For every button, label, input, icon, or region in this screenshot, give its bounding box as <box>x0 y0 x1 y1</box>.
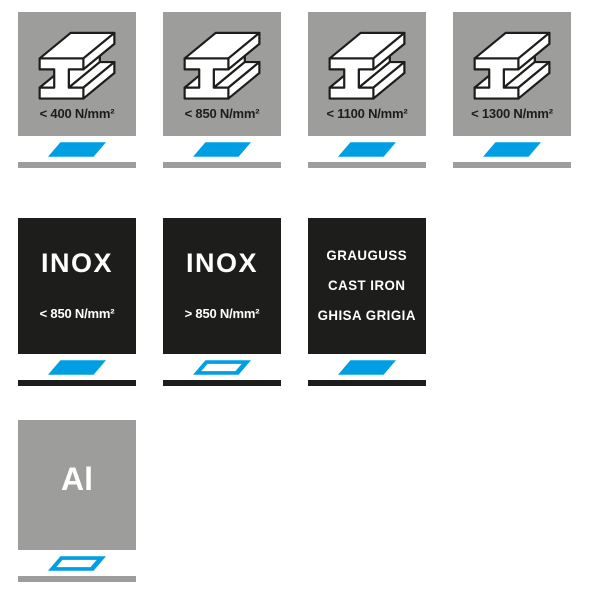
tensile-rating-label: > 850 N/mm² <box>184 306 260 321</box>
parallelogram-band-marker-icon <box>48 141 106 157</box>
marker-strip <box>453 136 571 162</box>
cast-iron-label-it: GHISA GRIGIA <box>317 307 417 323</box>
marker-strip <box>163 354 281 380</box>
tile-aluminium: Al <box>18 420 136 582</box>
cast-iron-label-en: CAST IRON <box>328 277 406 293</box>
parallelogram-band-marker-icon <box>483 141 541 157</box>
steel-i-beam-icon <box>175 20 269 106</box>
parallelogram-band-marker-icon <box>338 141 396 157</box>
cast-iron-label-de: GRAUGUSS <box>326 247 408 263</box>
tile-steel-850: < 850 N/mm² <box>163 12 281 168</box>
marker-strip <box>308 136 426 162</box>
parallelogram-band-marker-icon <box>48 555 106 571</box>
inox-label: INOX <box>40 248 113 278</box>
marker-strip <box>18 550 136 576</box>
marker-strip <box>163 136 281 162</box>
steel-i-beam-icon <box>30 20 124 106</box>
tile-steel-400: < 400 N/mm² <box>18 12 136 168</box>
tensile-rating-label: < 400 N/mm² <box>39 106 115 121</box>
row-aluminium: Al <box>18 420 614 582</box>
tile-steel-1300: < 1300 N/mm² <box>453 12 571 168</box>
inox-label: INOX <box>185 248 258 278</box>
aluminium-label: Al <box>61 461 93 497</box>
parallelogram-band-marker-icon <box>338 359 396 375</box>
steel-i-beam-icon <box>320 20 414 106</box>
tile-steel-1100: < 1100 N/mm² <box>308 12 426 168</box>
parallelogram-band-marker-icon <box>193 359 251 375</box>
cast-iron-labels: GRAUGUSS CAST IRON GHISA GRIGIA <box>315 240 419 330</box>
tensile-rating-label: < 850 N/mm² <box>184 106 260 121</box>
tensile-rating-label: < 1100 N/mm² <box>326 106 408 121</box>
marker-strip <box>308 354 426 380</box>
parallelogram-band-marker-icon <box>48 359 106 375</box>
tile-inox-gt-850: INOX > 850 N/mm² <box>163 218 281 386</box>
steel-i-beam-icon <box>465 20 559 106</box>
marker-strip <box>18 354 136 380</box>
tensile-rating-label: < 850 N/mm² <box>39 306 115 321</box>
row-structural-steel: < 400 N/mm² <box>18 12 614 168</box>
tile-cast-iron: GRAUGUSS CAST IRON GHISA GRIGIA <box>308 218 426 386</box>
marker-strip <box>18 136 136 162</box>
parallelogram-band-marker-icon <box>193 141 251 157</box>
tile-inox-lt-850: INOX < 850 N/mm² <box>18 218 136 386</box>
tensile-rating-label: < 1300 N/mm² <box>471 106 553 121</box>
row-inox-cast-iron: INOX < 850 N/mm² INOX > 850 N/mm² GRA <box>18 218 614 386</box>
